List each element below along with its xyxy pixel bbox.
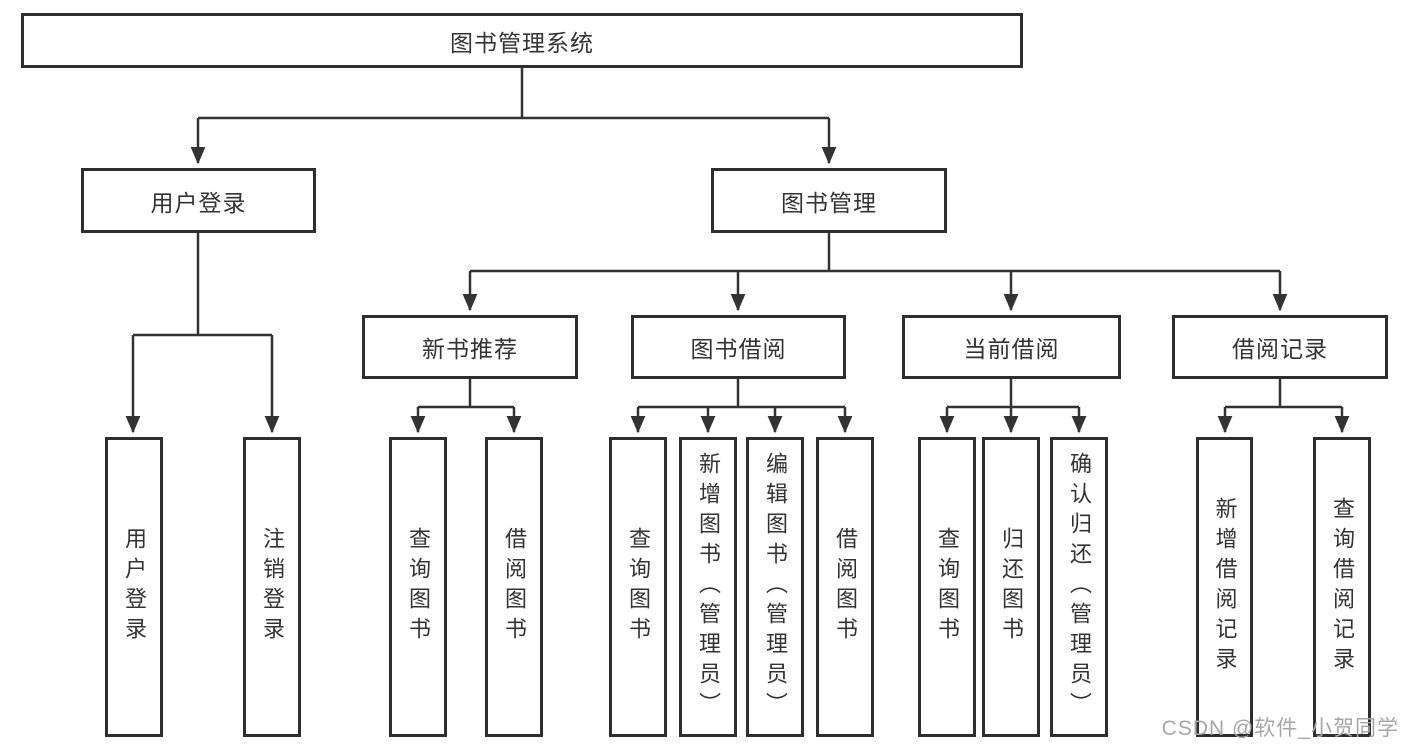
node-leaf-borrow-edit-admin: 编辑图书（管理员） <box>746 437 804 737</box>
node-leaf-current-query: 查询图书 <box>918 437 976 737</box>
node-library-management-system: 图书管理系统 <box>21 13 1023 68</box>
node-label: 查询图书 <box>935 527 960 647</box>
node-label: 用户登录 <box>122 527 147 647</box>
node-label: 图书管理系统 <box>450 29 594 56</box>
node-label: 查询借阅记录 <box>1330 497 1355 677</box>
node-leaf-borrow-borrow: 借阅图书 <box>816 437 874 737</box>
node-label: 用户登录 <box>150 189 247 216</box>
node-label: 图书管理 <box>781 189 877 216</box>
node-borrow-records: 借阅记录 <box>1172 315 1388 379</box>
node-leaf-user-login: 用户登录 <box>105 437 163 737</box>
node-label: 图书借阅 <box>690 336 787 362</box>
node-label: 查询图书 <box>406 527 431 647</box>
node-new-book-recommend: 新书推荐 <box>362 315 578 379</box>
node-leaf-logout: 注销登录 <box>243 437 301 737</box>
node-book-borrow: 图书借阅 <box>631 315 846 379</box>
node-leaf-borrow-add-admin: 新增图书（管理员） <box>679 437 737 737</box>
node-leaf-records-query: 查询借阅记录 <box>1313 437 1371 737</box>
node-label: 查询图书 <box>626 527 651 647</box>
node-label: 注销登录 <box>260 527 285 647</box>
node-leaf-current-confirm-admin: 确认归还（管理员） <box>1050 437 1108 737</box>
node-label: 新增借阅记录 <box>1212 497 1238 677</box>
node-label: 借阅图书 <box>833 527 858 647</box>
node-book-management: 图书管理 <box>711 168 947 233</box>
node-label: 新增图书（管理员） <box>696 452 721 722</box>
node-leaf-newbook-borrow: 借阅图书 <box>485 437 543 737</box>
node-label: 归还图书 <box>999 527 1024 647</box>
node-label: 编辑图书（管理员） <box>763 452 788 722</box>
node-leaf-borrow-query: 查询图书 <box>609 437 667 737</box>
node-label: 当前借阅 <box>963 336 1060 362</box>
node-leaf-newbook-query: 查询图书 <box>389 437 447 737</box>
node-label: 借阅记录 <box>1232 336 1328 362</box>
node-label: 借阅图书 <box>502 527 527 647</box>
node-label: 确认归还（管理员） <box>1067 452 1092 722</box>
node-leaf-records-add: 新增借阅记录 <box>1196 437 1253 737</box>
watermark: CSDN @软件_小贺同学 <box>1161 717 1399 740</box>
node-user-login: 用户登录 <box>81 168 316 233</box>
node-leaf-current-return: 归还图书 <box>982 437 1040 737</box>
node-label: 新书推荐 <box>422 336 518 362</box>
node-current-borrow: 当前借阅 <box>902 315 1121 379</box>
